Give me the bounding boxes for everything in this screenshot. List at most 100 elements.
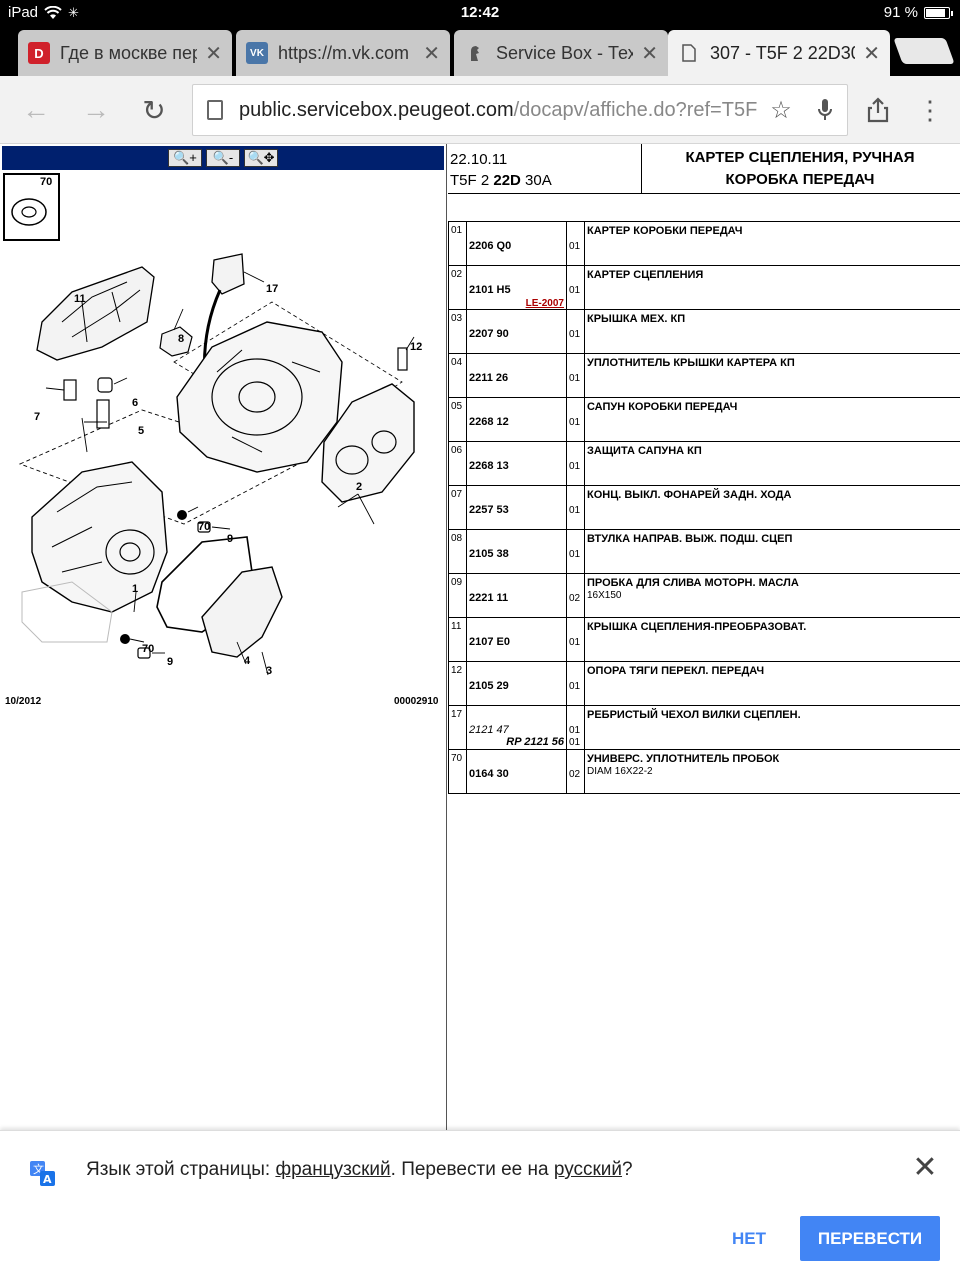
menu-button[interactable]: ⋮ [910,90,950,130]
part-description-cell: САПУН КОРОБКИ ПЕРЕДАЧ [585,398,960,441]
tab-1[interactable]: D Где в москве пер ✕ [18,30,232,76]
share-button[interactable] [858,90,898,130]
close-tab-icon[interactable]: ✕ [423,42,440,65]
part-reference-cell: 2268 13 [467,442,567,485]
reload-button[interactable]: ↻ [134,90,174,130]
source-language-link[interactable]: французский [275,1159,391,1180]
part-description: ВТУЛКА НАПРАВ. ВЫЖ. ПОДШ. СЦЕП [587,533,793,545]
tab-3[interactable]: Service Box - Техн ✕ [454,30,668,76]
bookmark-star-icon[interactable]: ☆ [770,96,792,124]
part-reference[interactable]: 2268 13 [469,460,509,472]
page-info-icon[interactable] [207,100,223,120]
part-description-cell: ЗАЩИТА САПУНА КП [585,442,960,485]
part-index: 06 [449,442,467,485]
callout-1: 1 [132,583,138,595]
tab-2[interactable]: VK https://m.vk.com ✕ [236,30,450,76]
zoom-pan-button[interactable]: 🔍✥ [244,149,278,167]
translate-icon: 文 A [30,1161,55,1186]
close-tab-icon[interactable]: ✕ [863,42,880,65]
part-reference[interactable]: 2105 29 [469,680,509,692]
address-bar[interactable]: public.servicebox.peugeot.com/docapv/aff… [192,84,848,136]
forward-button[interactable]: → [76,90,116,130]
part-reference[interactable]: 2211 26 [469,372,509,384]
part-description-cell: РЕБРИСТЫЙ ЧЕХОЛ ВИЛКИ СЦЕПЛЕН. [585,706,960,749]
part-reference-cell: 2211 26 [467,354,567,397]
new-tab-button[interactable] [893,38,955,64]
part-remark-link[interactable]: LE-2007 [525,298,564,309]
part-replacement-reference[interactable]: RP 2121 56 [506,736,564,748]
battery-fill [926,8,945,17]
part-quantity: 01 [569,549,581,560]
translate-button[interactable]: ПЕРЕВЕСТИ [800,1216,940,1261]
part-description: УНИВЕРС. УПЛОТНИТЕЛЬ ПРОБОК [587,753,780,765]
close-icon[interactable]: ✕ [912,1151,938,1184]
part-quantity-cell: 01 [567,618,585,661]
part-reference[interactable]: 2206 Q0 [469,240,512,252]
part-7-reverse-switch [63,379,77,401]
part-index: 11 [449,618,467,661]
part-description: САПУН КОРОБКИ ПЕРЕДАЧ [587,401,738,413]
exploded-parts-diagram[interactable]: 70 [2,172,444,712]
parts-header-info: 22.10.11 T5F 2 22D 30A [448,144,642,194]
part-reference[interactable]: 2105 38 [469,548,509,560]
more-vertical-icon: ⋮ [917,95,943,125]
zoom-in-button[interactable]: 🔍+ [168,149,202,167]
decline-translate-button[interactable]: НЕТ [732,1229,766,1248]
favicon-d-icon: D [28,42,50,64]
part-reference[interactable]: 2268 12 [469,416,509,428]
part-reference-cell: 2101 H5 LE-2007 [467,266,567,309]
diagram-code: 00002910 [394,696,439,707]
reload-icon: ↻ [142,94,166,126]
part-reference[interactable]: 0164 30 [469,768,509,780]
part-reference[interactable]: 2207 90 [469,328,509,340]
part-quantity: 01 [569,329,581,340]
microphone-icon[interactable] [803,98,847,122]
part-description: ЗАЩИТА САПУНА КП [587,445,702,457]
url-text[interactable]: public.servicebox.peugeot.com/docapv/aff… [239,98,758,121]
target-language-link[interactable]: русский [553,1159,623,1180]
part-6-breather-cap [97,377,113,393]
close-tab-icon[interactable]: ✕ [641,42,658,65]
part-quantity-cell: 01 [567,530,585,573]
parts-section-title: КАРТЕР СЦЕПЛЕНИЯ, РУЧНАЯ КОРОБКА ПЕРЕДАЧ [685,149,915,188]
part-reference[interactable]: 2257 53 [469,504,509,516]
part-quantity: 01 [569,637,581,648]
part-quantity: 01 [569,285,581,296]
zoom-out-button[interactable]: 🔍- [206,149,240,167]
inset-number: 70 [40,176,52,188]
translate-message: Язык этой страницы: французский. Перевес… [86,1159,633,1180]
translate-infobar: 文 A Язык этой страницы: французский. Пер… [0,1130,960,1280]
part-3-cover [201,566,283,658]
diagram-zoom-bar: 🔍+ 🔍- 🔍✥ [2,146,444,170]
callout-8: 8 [178,333,184,345]
part-reference-cell: 2268 12 [467,398,567,441]
part-description: РЕБРИСТЫЙ ЧЕХОЛ ВИЛКИ СЦЕПЛЕН. [587,709,801,721]
part-quantity-cell: 01 [567,442,585,485]
part-reference[interactable]: 2107 E0 [469,636,510,648]
back-button[interactable]: ← [16,90,56,130]
part-reference-cell: 2105 38 [467,530,567,573]
close-tab-icon[interactable]: ✕ [205,42,222,65]
part-70-seal-lower [120,634,130,644]
part-reference[interactable]: 2121 47 [469,724,509,736]
tab-4-active[interactable]: 307 - T5F 2 22D30 ✕ [668,30,890,76]
part-reference[interactable]: 2101 H5 [469,284,511,296]
callout-12: 12 [410,341,422,353]
part-reference[interactable]: 2221 11 [469,592,509,604]
callout-70-lower: 70 [142,643,154,655]
parts-subheader [448,194,960,222]
